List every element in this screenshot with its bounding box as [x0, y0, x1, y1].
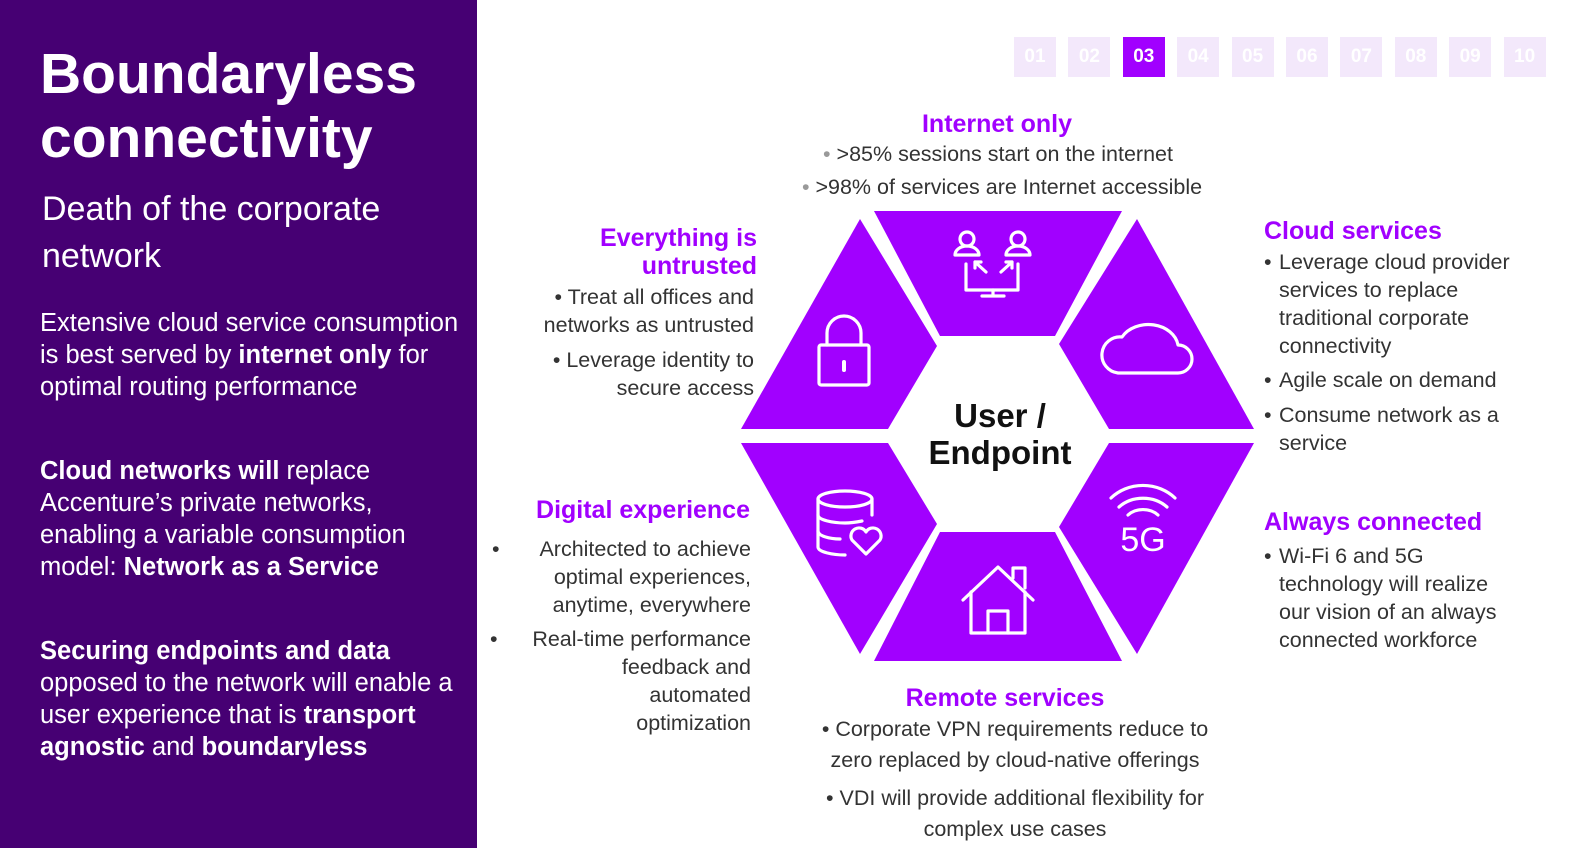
digital-b2-l2: feedback and — [621, 655, 751, 679]
untrusted-b1-l2: networks as untrusted — [543, 313, 754, 337]
heading-cloud-services: Cloud services — [1264, 217, 1442, 245]
page-tab-02[interactable]: 02 — [1068, 37, 1111, 77]
digital-b1-l1: Architected to achieve — [539, 537, 751, 561]
remote-b2-l2: complex use cases — [923, 817, 1107, 841]
digital-b2-l4: optimization — [636, 711, 751, 735]
heading-always-connected: Always connected — [1264, 508, 1483, 536]
p1-text-a: Extensive cloud service consumption is b… — [40, 309, 459, 369]
page-tab-10[interactable]: 10 — [1503, 37, 1546, 77]
segment-lower-right — [1059, 443, 1254, 654]
untrusted-b2-l2: secure access — [616, 376, 754, 400]
p3-bold-c: transport agnostic — [40, 701, 416, 761]
bullet-remote-2: • VDI will provide additional flexibilit… — [826, 786, 1204, 841]
lock-icon — [817, 314, 871, 387]
page-title: Boundaryless connectivity — [40, 42, 470, 170]
page-tab-03[interactable]: 03 — [1122, 37, 1165, 77]
segment-top — [874, 211, 1122, 336]
always-b1-l3: our vision of an always — [1279, 600, 1497, 624]
p2-bold-c: Network as a Service — [123, 553, 379, 581]
bullet-remote-1: • Corporate VPN requirements reduce to z… — [821, 717, 1209, 772]
title-line-1: Boundaryless — [40, 42, 417, 106]
bullet-always-1: • Wi-Fi 6 and 5G technology will realize… — [1264, 544, 1497, 652]
digital-b2-l1: Real-time performance — [532, 627, 751, 651]
left-panel: Boundaryless connectivity Death of the c… — [0, 0, 477, 848]
heading-everything-untrusted: Everything is untrusted — [520, 224, 757, 280]
remote-b1-l2: zero replaced by cloud-native offerings — [830, 748, 1200, 772]
page-subtitle: Death of the corporate network — [42, 186, 462, 280]
fiveg-label: 5G — [1120, 521, 1165, 559]
heading-digital-experience: Digital experience — [536, 496, 750, 524]
paragraph-cloud-networks: Cloud networks will replace Accenture’s … — [40, 455, 460, 583]
p2-bold-a: Cloud networks will — [40, 457, 280, 485]
bullet-untrusted-2: • Leverage identity to secure access — [552, 348, 754, 400]
p3-text-b: opposed to the network will enable a use… — [40, 669, 453, 729]
users-exchange-icon — [953, 230, 1032, 298]
bullet-digital-2: • Real-time performance feedback and aut… — [490, 627, 751, 735]
segment-lower-left — [741, 443, 937, 654]
page-tab-09[interactable]: 09 — [1449, 37, 1492, 77]
bullet-internet-1: • >85% sessions start on the internet — [823, 142, 1173, 166]
bullet-cloud-2: • Agile scale on demand — [1264, 368, 1497, 392]
remote-b1-l1: Corporate VPN requirements reduce to — [835, 717, 1209, 741]
p1-text-c: for optimal routing performance — [40, 341, 429, 401]
internet-bullet-2-text: >98% of services are Internet accessible — [815, 175, 1203, 199]
bullet-untrusted-1: • Treat all offices and networks as untr… — [543, 285, 754, 337]
cloud-b1-l2: services to replace — [1279, 278, 1459, 302]
cloud-icon — [1100, 322, 1194, 375]
p3-bold-a: Securing endpoints and data — [40, 637, 390, 665]
remote-b2-l1: VDI will provide additional flexibility … — [839, 786, 1204, 810]
untrusted-b1-l1: Treat all offices and — [567, 285, 754, 309]
wifi-5g-icon — [1109, 483, 1177, 517]
internet-bullet-1-text: >85% sessions start on the internet — [836, 142, 1173, 166]
untrusted-b2-l1: Leverage identity to — [566, 348, 754, 372]
p2-text-b: replace Accenture’s private networks, en… — [40, 457, 406, 581]
always-b1-l2: technology will realize — [1279, 572, 1489, 596]
cloud-b1-l3: traditional corporate — [1279, 306, 1470, 330]
p3-bold-e: boundaryless — [201, 733, 368, 761]
subtitle-line-2: network — [42, 237, 162, 275]
segment-bottom — [874, 532, 1122, 661]
center-label: User / Endpoint — [900, 397, 1100, 471]
p1-bold: internet only — [238, 341, 392, 369]
subtitle-line-1: Death of the corporate — [42, 190, 381, 228]
heading-remote-services: Remote services — [905, 684, 1105, 712]
page-tab-01[interactable]: 01 — [1014, 37, 1056, 77]
bullet-cloud-1: • Leverage cloud provider services to re… — [1264, 250, 1510, 358]
cloud-b1-l4: connectivity — [1279, 334, 1392, 358]
center-line-2: Endpoint — [928, 434, 1072, 471]
title-line-2: connectivity — [40, 106, 373, 170]
digital-b1-l3: anytime, everywhere — [552, 593, 751, 617]
digital-b1-l2: optimal experiences, — [553, 565, 751, 589]
untrusted-heading-2: untrusted — [641, 252, 757, 280]
p3-text-d: and — [144, 733, 202, 761]
digital-b2-l3: automated — [649, 683, 751, 707]
always-b1-l4: connected workforce — [1279, 628, 1478, 652]
cloud-b3-l2: service — [1279, 431, 1348, 455]
database-heart-icon — [816, 489, 883, 557]
page-tab-05[interactable]: 05 — [1231, 37, 1274, 77]
paragraph-internet-only: Extensive cloud service consumption is b… — [40, 307, 460, 403]
untrusted-heading-1: Everything is — [600, 224, 757, 252]
cloud-b1-l1: Leverage cloud provider — [1279, 250, 1510, 274]
paragraph-securing-endpoints: Securing endpoints and data opposed to t… — [40, 635, 460, 763]
page-tab-04[interactable]: 04 — [1177, 37, 1220, 77]
cloud-b2: Agile scale on demand — [1279, 368, 1497, 392]
bullet-cloud-3: • Consume network as a service — [1264, 403, 1499, 455]
segment-upper-left — [741, 219, 937, 429]
page-tab-06[interactable]: 06 — [1286, 37, 1328, 77]
bullet-digital-1: • Architected to achieve optimal experie… — [492, 537, 751, 617]
page-tab-08[interactable]: 08 — [1394, 37, 1437, 77]
page-tab-07[interactable]: 07 — [1340, 37, 1383, 77]
cloud-b3-l1: Consume network as a — [1279, 403, 1499, 427]
center-line-1: User / — [954, 397, 1046, 434]
bullet-internet-2: • >98% of services are Internet accessib… — [801, 175, 1203, 199]
house-icon — [961, 565, 1035, 635]
always-b1-l1: Wi-Fi 6 and 5G — [1279, 544, 1424, 568]
heading-internet-only: Internet only — [921, 110, 1072, 138]
